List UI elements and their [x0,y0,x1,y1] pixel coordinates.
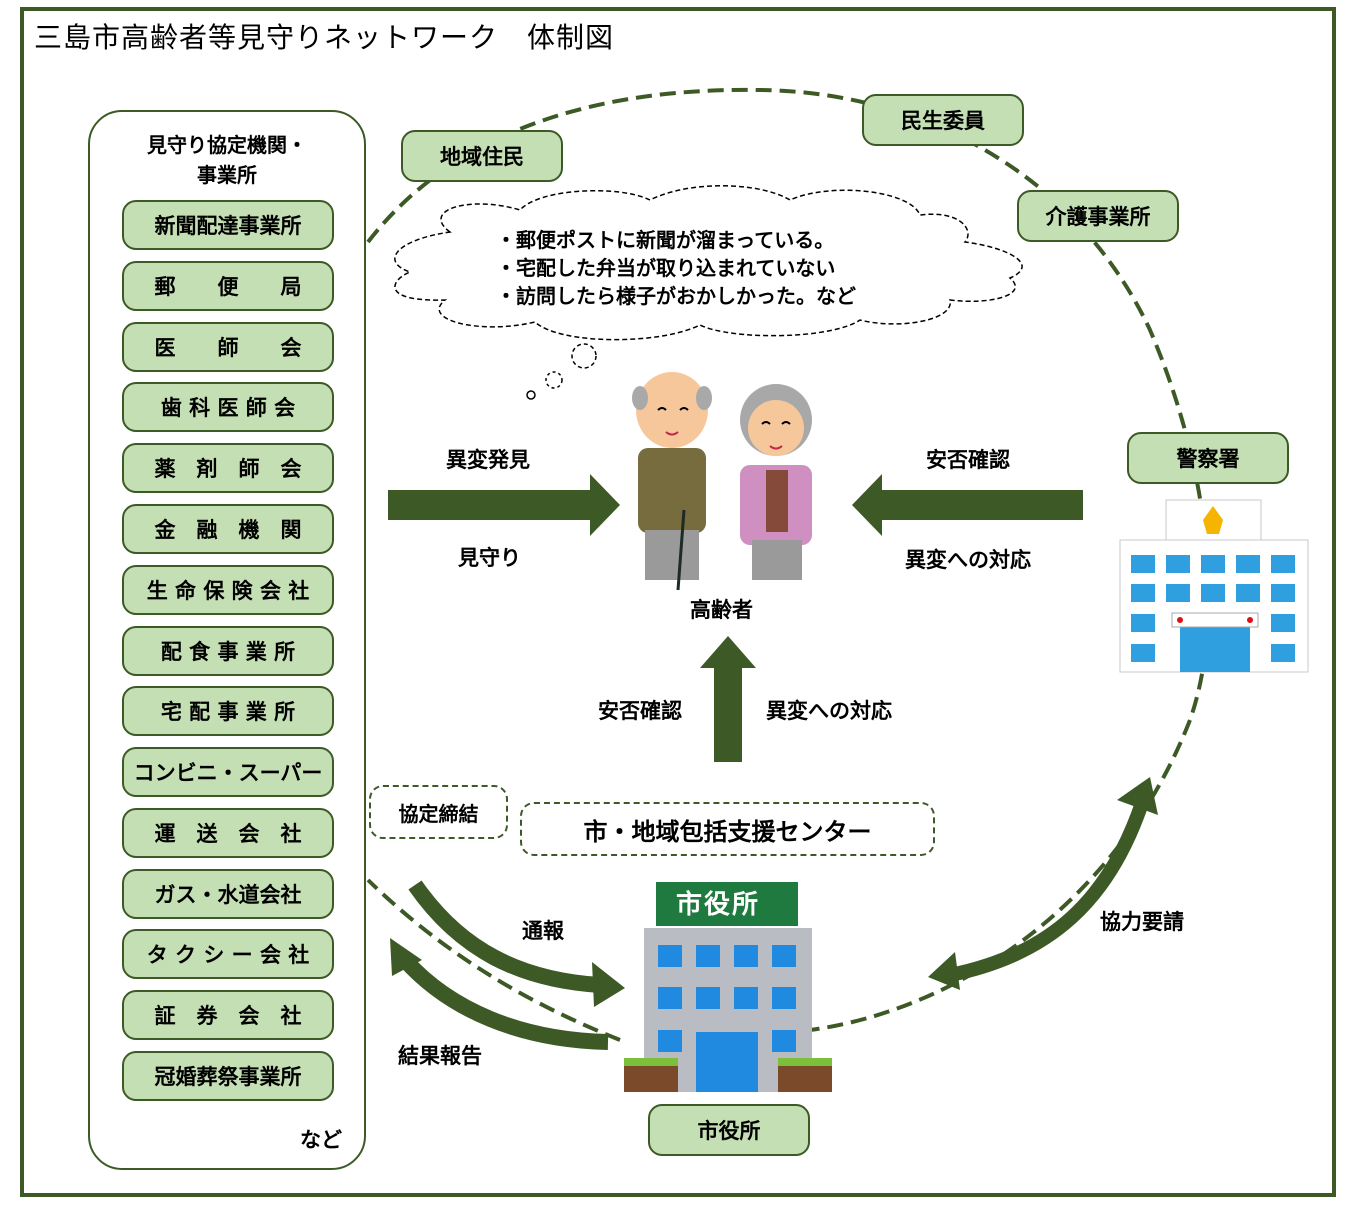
org-item: 生 命 保 険 会 社 [122,565,334,615]
arrow-police-left [852,474,1083,536]
thought-bubble-small [526,390,536,400]
label-result-report: 結果報告 [398,1044,482,1068]
org-item: 宅 配 事 業 所 [122,686,334,736]
arrow-cooperation-head-down [928,952,960,990]
arrow-watch-right [388,474,620,536]
cloud-line: ・宅配した弁当が取り込まれていない [496,256,836,280]
node-city-hall: 市役所 [648,1104,810,1156]
org-item: 薬 剤 師 会 [122,443,334,493]
label-anomaly-response-up: 異変への対応 [766,699,892,723]
arrow-report [408,880,601,993]
org-item: 歯 科 医 師 会 [122,382,334,432]
node-police: 警察署 [1127,432,1289,484]
cloud-line: ・訪問したら様子がおかしかった。など [496,284,856,308]
label-safety-check-up: 安否確認 [598,699,682,723]
org-item: 新聞配達事業所 [122,200,334,250]
arrow-report-head [592,962,625,1007]
arrow-result-report [399,954,609,1050]
city-hall-building [624,882,832,1092]
node-care-office: 介護事業所 [1017,190,1179,242]
node-welfare-commissioner: 民生委員 [862,94,1024,146]
label-anomaly-discovery: 異変発見 [446,448,530,472]
city-hall-sign: 市役所 [676,890,761,920]
network-circle [366,87,1211,1032]
support-center-box: 市・地域包括支援センター [520,802,935,856]
arrow-cooperation-head-up [1117,777,1158,815]
org-heading-line1: 見守り協定機関・ [147,133,307,157]
page-title: 三島市高齢者等見守りネットワーク 体制図 [34,21,615,54]
org-item: 配 食 事 業 所 [122,626,334,676]
label-anomaly-response-right: 異変への対応 [905,548,1031,572]
label-watching: 見守り [458,546,521,570]
agreement-box: 協定締結 [369,785,508,839]
label-cooperation-request: 協力要請 [1100,910,1184,934]
org-heading-line2: 事業所 [197,163,257,187]
org-item: 金 融 機 関 [122,504,334,554]
police-building [1119,499,1309,673]
org-item: 証 券 会 社 [122,990,334,1040]
diagram-frame [20,7,1336,1197]
org-panel-heading: 見守り協定機関・ 事業所 [90,130,364,190]
label-report: 通報 [522,919,564,943]
arrow-result-report-head [390,938,422,976]
arrow-up [700,636,756,762]
network-circle-lower [366,878,621,1042]
org-item: タ ク シ ー 会 社 [122,929,334,979]
elderly-illustration [632,372,812,591]
org-item: 医 師 会 [122,322,334,372]
arrow-cooperation [948,797,1150,982]
org-item: ガス・水道会社 [122,869,334,919]
label-safety-check-right: 安否確認 [926,448,1010,472]
cloud-line: ・郵便ポストに新聞が溜まっている。 [496,228,835,252]
thought-cloud [394,185,1023,341]
elderly-label: 高齢者 [690,598,753,622]
node-residents: 地域住民 [401,130,563,182]
org-item: コンビニ・スーパー [122,747,334,797]
thought-bubble-medium [545,371,563,389]
org-item: 運 送 会 社 [122,808,334,858]
org-item: 郵 便 局 [122,261,334,311]
org-etc-label: など [300,1128,342,1152]
org-item: 冠婚葬祭事業所 [122,1051,334,1101]
thought-cloud-text: ・郵便ポストに新聞が溜まっている。 ・宅配した弁当が取り込まれていない ・訪問し… [496,226,856,310]
thought-bubble-large [571,343,597,369]
agreement-organizations-panel: 見守り協定機関・ 事業所 新聞配達事業所 郵 便 局 医 師 会 歯 科 医 師… [88,110,366,1170]
